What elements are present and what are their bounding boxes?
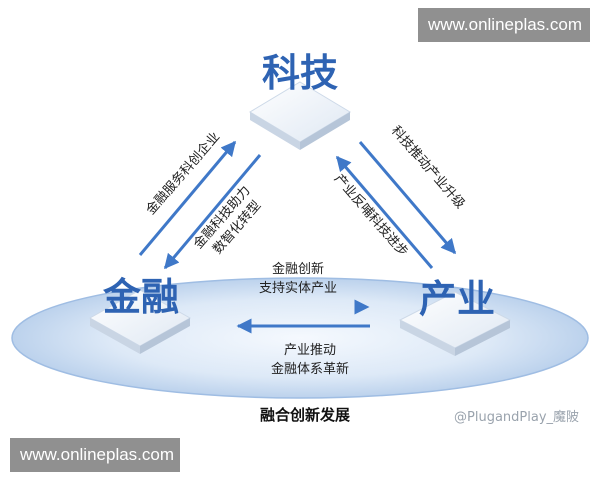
edge-label-industry-to-finance-1: 产业推动 [284,343,336,358]
edge-label-industry-to-finance-2: 金融体系革新 [271,361,349,377]
node-label-industry: 产业 [419,277,495,321]
node-label-tech: 科技 [262,51,338,95]
node-label-finance: 金融 [102,275,179,319]
arrow-finance-to-tech [138,140,237,256]
arrow-industry-to-tech [335,155,434,269]
edge-label-tech-to-industry: 科技推动产业升级 [388,124,468,212]
arrow-tech-to-industry [358,141,457,255]
arrow-tech-to-finance [163,154,262,270]
credit-text: @PlugandPlay_魔陂 [454,409,579,425]
diagram-caption: 融合创新发展 [260,406,350,424]
finance-tile [88,289,192,354]
tech-tile [249,81,351,150]
edge-label-finance-to-industry-2: 支持实体产业 [259,281,337,296]
watermark-top: www.onlineplas.com [418,8,590,42]
watermark-bottom: www.onlineplas.com [10,438,180,472]
base-ellipse-rim [11,277,589,399]
edge-label-finance-to-industry-1: 金融创新 [272,261,324,277]
base-ellipse [12,278,588,398]
industry-tile [398,291,512,356]
